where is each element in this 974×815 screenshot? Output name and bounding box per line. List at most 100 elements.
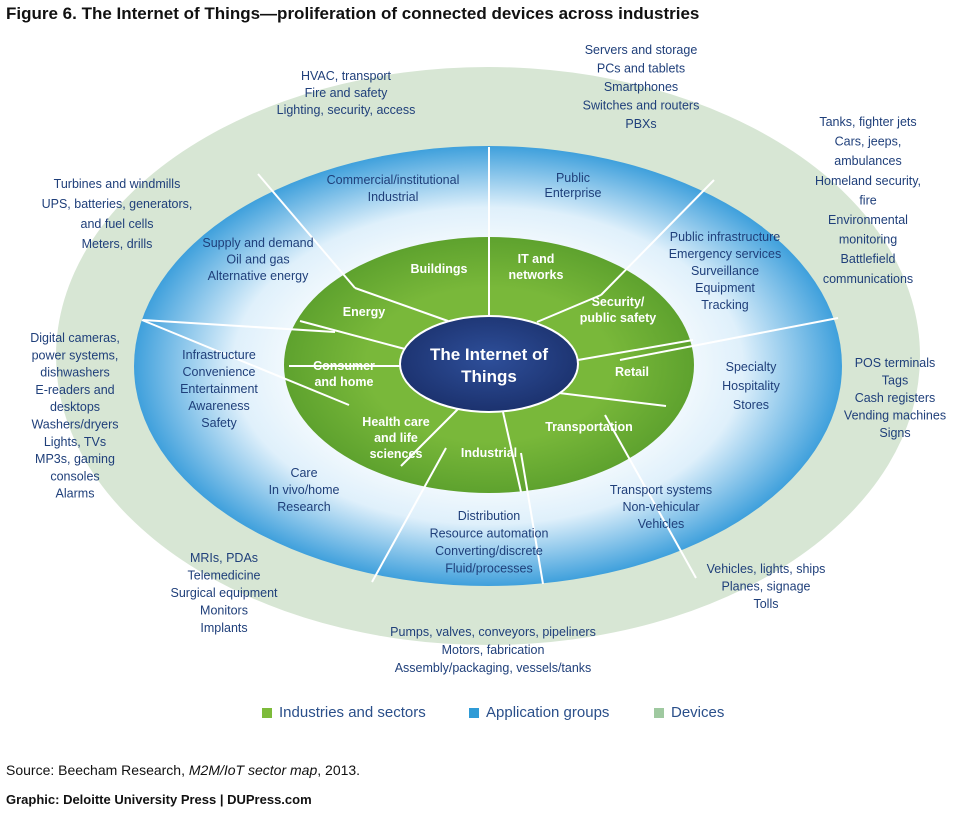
devices-line: POS terminals — [855, 356, 936, 370]
devices-line: Implants — [200, 621, 247, 635]
industry-divider-9 — [354, 287, 449, 322]
application-divider-3 — [619, 317, 839, 361]
application-line: Public infrastructure — [670, 230, 781, 244]
industry-label-security: Security/public safety — [580, 295, 656, 325]
devices-line: Switches and routers — [583, 99, 700, 113]
devices-line: Pumps, valves, conveyors, pipeliners — [390, 625, 596, 639]
devices-line: Assembly/packaging, vessels/tanks — [395, 661, 592, 675]
industry-divider-8 — [299, 320, 406, 350]
legend: Industries and sectors Application group… — [0, 704, 974, 726]
devices-line: MRIs, PDAs — [190, 551, 258, 565]
industry-line: public safety — [580, 311, 656, 325]
devices-line: power systems, — [32, 348, 119, 362]
devices-line: Cash registers — [855, 391, 936, 405]
figure-title: Figure 6. The Internet of Things—prolife… — [6, 4, 700, 23]
source-prefix: Source: Beecham Research, — [6, 762, 189, 778]
devices-line: and fuel cells — [81, 217, 154, 231]
center-label-line2: Things — [461, 367, 517, 386]
application-line: Equipment — [695, 281, 755, 295]
devices-line: monitoring — [839, 233, 897, 247]
devices-line: Vending machines — [844, 409, 946, 423]
application-line: Non-vehicular — [622, 500, 699, 514]
devices-line: E-readers and — [35, 383, 114, 397]
application-line: Commercial/institutional — [327, 173, 460, 187]
application-line: Tracking — [701, 298, 749, 312]
industry-line: sciences — [370, 447, 423, 461]
industry-line: Retail — [615, 365, 649, 379]
legend-swatch-industries — [262, 707, 272, 718]
legend-swatch-devices — [654, 707, 664, 718]
industry-line: Health care — [362, 415, 429, 429]
devices-line: Tolls — [753, 597, 778, 611]
devices-line: HVAC, transport — [301, 69, 392, 83]
industry-divider-5 — [502, 411, 522, 493]
devices-line: Vehicles, lights, ships — [707, 562, 826, 576]
application-line: Supply and demand — [202, 236, 313, 250]
devices-line: Homeland security, — [815, 174, 921, 188]
application-divider-7 — [141, 319, 350, 406]
application-line: Distribution — [458, 509, 521, 523]
devices-line: Washers/dryers — [31, 418, 118, 432]
source-work: M2M/IoT sector map — [188, 762, 318, 778]
application-divider-4 — [604, 414, 697, 579]
devices-line: Servers and storage — [585, 43, 698, 57]
devices-line: Planes, signage — [722, 580, 811, 594]
legend-swatch-applications — [469, 707, 479, 718]
application-line: Transport systems — [610, 483, 712, 497]
devices-line: Signs — [879, 426, 910, 440]
devices-line: UPS, batteries, generators, — [42, 197, 193, 211]
devices-label-consumer: Digital cameras, power systems, dishwasher… — [30, 331, 120, 501]
industry-label-energy: Energy — [343, 305, 385, 319]
devices-line: Smartphones — [604, 80, 678, 94]
application-divider-5 — [520, 452, 544, 585]
application-line: Fluid/processes — [445, 562, 533, 576]
application-line: Alternative energy — [208, 269, 310, 283]
devices-line: dishwashers — [40, 366, 109, 380]
application-line: Enterprise — [545, 186, 602, 200]
application-line: Specialty — [726, 360, 777, 374]
devices-line: Monitors — [200, 604, 248, 618]
source-suffix: , 2013. — [317, 762, 361, 778]
industry-divider-6 — [400, 408, 459, 467]
application-divider-6 — [371, 447, 447, 583]
application-line: Stores — [733, 398, 769, 412]
center-label-line1: The Internet of — [430, 345, 548, 364]
devices-line: communications — [823, 272, 913, 286]
graphic-credit: Graphic: Deloitte University Press | DUP… — [6, 792, 312, 807]
application-divider-9 — [257, 173, 356, 289]
application-divider-2 — [600, 179, 715, 296]
center-ellipse — [399, 315, 579, 413]
source-note: Source: Beecham Research, M2M/IoT sector… — [6, 762, 360, 778]
devices-line: Motors, fabrication — [442, 643, 545, 657]
industry-line: Transportation — [545, 420, 633, 434]
devices-line: Tanks, fighter jets — [819, 115, 916, 129]
devices-line: desktops — [50, 400, 100, 414]
application-line: Safety — [201, 416, 237, 430]
industry-line: networks — [509, 268, 564, 282]
application-line: Vehicles — [638, 517, 685, 531]
devices-line: Digital cameras, — [30, 331, 120, 345]
application-line: Public — [556, 171, 590, 185]
legend-label-industries: Industries and sectors — [279, 704, 426, 721]
industry-line: Security/ — [592, 295, 645, 309]
devices-line: Tags — [882, 374, 908, 388]
devices-line: Fire and safety — [305, 86, 388, 100]
industry-label-industrial: Industrial — [461, 446, 517, 460]
devices-line: MP3s, gaming — [35, 452, 115, 466]
application-line: Converting/discrete — [435, 544, 543, 558]
devices-line: Cars, jeeps, — [835, 135, 902, 149]
